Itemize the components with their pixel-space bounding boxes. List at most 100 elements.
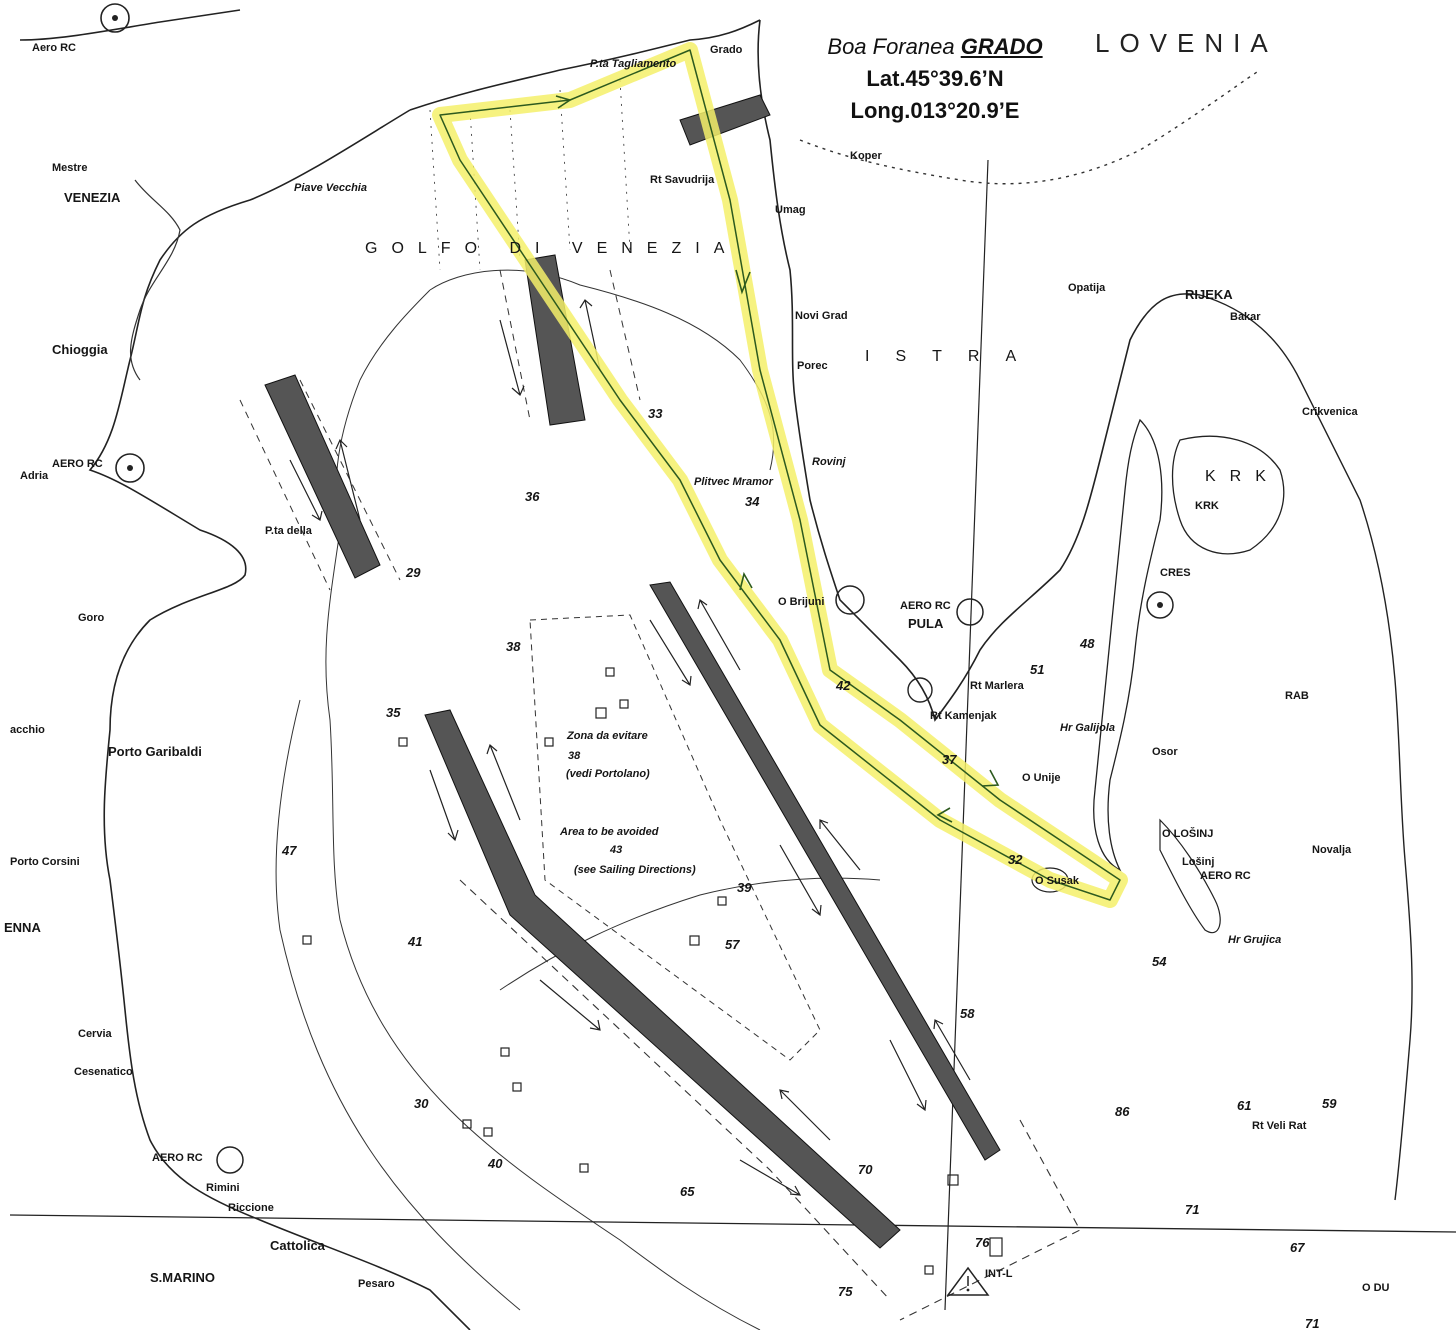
depth-sounding: 57 bbox=[725, 937, 740, 952]
depth-sounding: 67 bbox=[1290, 1240, 1305, 1255]
depth-sounding: 54 bbox=[1152, 954, 1167, 969]
place-hr-grujica: Hr Grujica bbox=[1228, 934, 1282, 946]
place-aero-rc-rimini: AERO RC bbox=[152, 1152, 203, 1164]
place-chioggia: Chioggia bbox=[52, 342, 108, 357]
place-riccione: Riccione bbox=[228, 1202, 274, 1214]
depth-sounding: 48 bbox=[1080, 636, 1095, 651]
depth-sounding: 71 bbox=[1305, 1316, 1320, 1331]
depth-sounding: 51 bbox=[1030, 662, 1045, 677]
buoy-name: Boa Foranea GRADO bbox=[827, 34, 1043, 59]
place-crikvenica: Crikvenica bbox=[1302, 406, 1358, 418]
place-losinj: O LOŠINJ bbox=[1162, 828, 1214, 840]
place-umag: Umag bbox=[775, 204, 806, 216]
kvarner-coast bbox=[1199, 294, 1413, 1201]
island-label: KRK bbox=[1205, 468, 1280, 485]
krk-island bbox=[1171, 435, 1285, 555]
zone-english-sub: (see Sailing Directions) bbox=[574, 864, 696, 876]
depth-sounding: 35 bbox=[386, 705, 401, 720]
buoy-markers bbox=[302, 667, 1003, 1275]
place-porto-garibaldi: Porto Garibaldi bbox=[108, 744, 202, 759]
place-adria: Adria bbox=[20, 470, 49, 482]
depth-sounding: 42 bbox=[836, 678, 851, 693]
meridian-line bbox=[944, 159, 989, 1311]
zone-english-number: 43 bbox=[610, 844, 623, 856]
place-venezia: VENEZIA bbox=[64, 190, 121, 205]
separation-zone-north bbox=[524, 254, 586, 426]
region-label: ISTRA bbox=[865, 348, 1043, 365]
place-porto-corsini: Porto Corsini bbox=[10, 856, 80, 868]
venice-lagoon bbox=[129, 179, 181, 381]
place-pesaro: Pesaro bbox=[358, 1278, 395, 1290]
depth-sounding: 70 bbox=[858, 1162, 873, 1177]
depth-contour-2 bbox=[325, 289, 761, 1330]
zone-italian-label: Zona da evitare bbox=[567, 730, 648, 742]
place-rab: RAB bbox=[1285, 690, 1309, 702]
separation-zone-south bbox=[424, 709, 901, 1249]
caution-triangle-icon bbox=[946, 1266, 990, 1296]
losinj-island bbox=[1159, 818, 1221, 934]
country-label: LOVENIA bbox=[1095, 28, 1278, 58]
place-lido-acchio: acchio bbox=[10, 724, 45, 736]
traffic-lane-arrows bbox=[289, 299, 971, 1196]
separation-zone-grado bbox=[679, 94, 771, 146]
buoy-latitude: Lat.45°39.6’N bbox=[866, 66, 1004, 91]
place-novi-grad: Novi Grad bbox=[795, 310, 848, 322]
place-krk-town: KRK bbox=[1195, 500, 1219, 512]
tss-boundary-south bbox=[459, 879, 1081, 1321]
sea-label: GOLFO DI VENEZIA bbox=[365, 240, 739, 257]
depth-sounding: 75 bbox=[838, 1284, 853, 1299]
depth-sounding: 36 bbox=[525, 489, 540, 504]
place-opatija: Opatija bbox=[1068, 282, 1106, 294]
buoy-longitude: Long.013°20.9’E bbox=[850, 98, 1020, 123]
place-mestre: Mestre bbox=[52, 162, 88, 174]
place-rt-veli-rat: Rt Veli Rat bbox=[1252, 1120, 1307, 1132]
istria-coastline bbox=[757, 19, 1201, 722]
north-coast bbox=[409, 19, 761, 111]
italian-coastline bbox=[19, 9, 471, 1330]
aero-rc-circle-cres bbox=[1146, 591, 1174, 619]
place-grado: Grado bbox=[710, 44, 743, 56]
place-rt-savudrija: Rt Savudrija bbox=[650, 174, 715, 186]
place-susak: O Susak bbox=[1035, 875, 1080, 887]
place-s-marino: S.MARINO bbox=[150, 1270, 215, 1285]
depth-sounding: 30 bbox=[414, 1096, 429, 1111]
place-brijuni: O Brijuni bbox=[778, 596, 825, 608]
place-mali-losinj: Lošinj bbox=[1182, 856, 1215, 868]
latitude-line bbox=[9, 1214, 1456, 1233]
place-pula: PULA bbox=[908, 616, 944, 631]
cres-island bbox=[1093, 418, 1163, 872]
tss-boundary-north bbox=[239, 269, 641, 591]
separation-zone-west bbox=[264, 374, 381, 579]
place-cervia: Cervia bbox=[78, 1028, 112, 1040]
depth-sounding: 37 bbox=[942, 752, 957, 767]
place-aero-rc-top: Aero RC bbox=[32, 42, 77, 54]
place-plitvec-mramor: Plitvec Mramor bbox=[694, 476, 773, 488]
depth-sounding: 34 bbox=[745, 494, 760, 509]
place-cesenatico: Cesenatico bbox=[74, 1066, 133, 1078]
place-rt-marlera: Rt Marlera bbox=[970, 680, 1024, 692]
buoy-info-box: Boa Foranea GRADO Lat.45°39.6’N Long.013… bbox=[800, 34, 1070, 124]
place-unije: O Unije bbox=[1022, 772, 1061, 784]
place-cres: CRES bbox=[1160, 567, 1191, 579]
place-novalja: Novalja bbox=[1312, 844, 1352, 856]
aero-rc-circle-pula bbox=[956, 598, 984, 626]
depth-sounding: 40 bbox=[488, 1156, 503, 1171]
aero-rc-circle-brijuni bbox=[835, 585, 865, 615]
highlighted-route bbox=[432, 42, 1128, 908]
place-bakar: Bakar bbox=[1230, 311, 1261, 323]
depth-sounding: 32 bbox=[1008, 852, 1023, 867]
territorial-boundary bbox=[799, 69, 1261, 185]
zone-italian-number: 38 bbox=[568, 750, 581, 762]
place-pta-della-maestra: P.ta della bbox=[265, 525, 312, 537]
depth-sounding: 86 bbox=[1115, 1104, 1130, 1119]
depth-sounding: 65 bbox=[680, 1184, 695, 1199]
separation-zone-east bbox=[649, 581, 1001, 1161]
aero-rc-circle-kamenjak bbox=[907, 677, 933, 703]
place-rovinj: Rovinj bbox=[812, 456, 846, 468]
depth-sounding: 58 bbox=[960, 1006, 975, 1021]
place-ravenna: ENNA bbox=[4, 920, 41, 935]
place-hr-galijola: Hr Galijola bbox=[1060, 722, 1116, 734]
aero-rc-circle-rimini bbox=[216, 1146, 244, 1174]
zone-italian-sub: (vedi Portolano) bbox=[566, 768, 650, 780]
